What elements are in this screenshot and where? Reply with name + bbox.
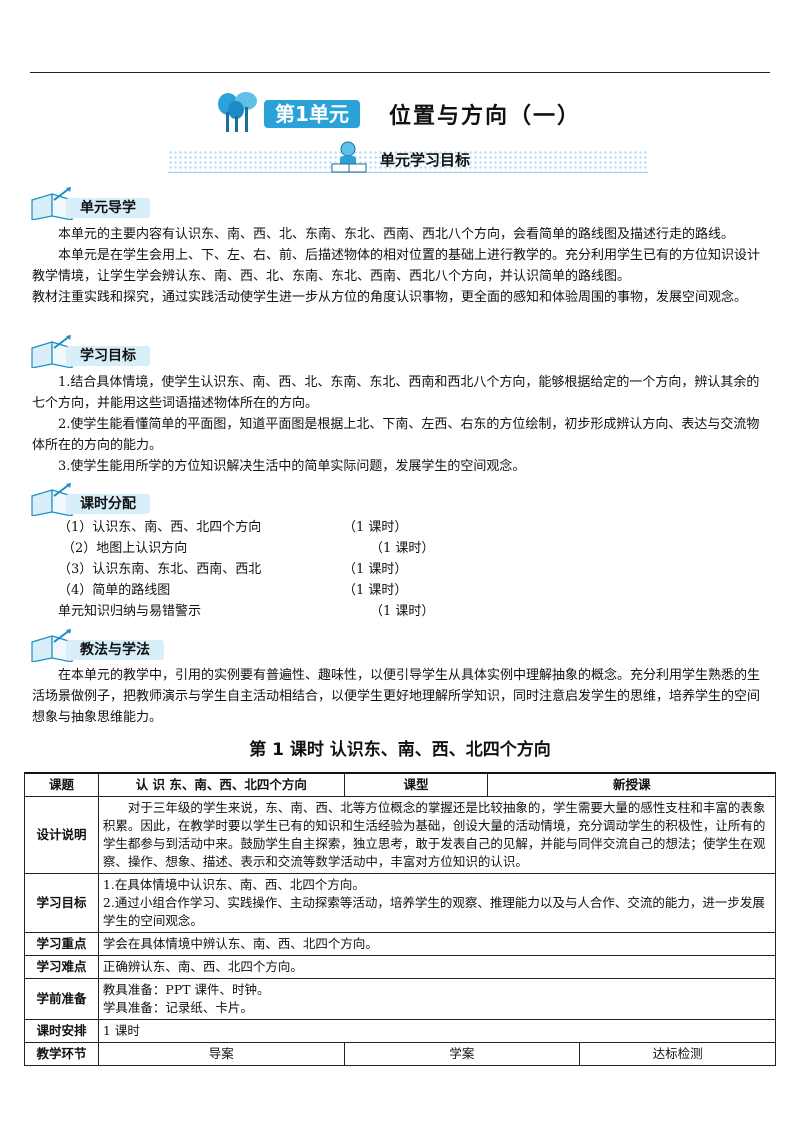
student-reading-icon xyxy=(331,141,367,173)
section-header-schedule: 课时分配 xyxy=(30,482,170,516)
guide-paragraph-2: 本单元是在学生会用上、下、左、右、前、后描述物体的相对位置的基础上进行教学的。充… xyxy=(32,248,761,284)
table-row: 学习难点 正确辨认东、南、西、北四个方向。 xyxy=(24,955,777,979)
schedule-item: （2）地图上认识方向 xyxy=(62,541,188,556)
prep-line: 教具准备：PPT 课件、时钟。 xyxy=(102,982,270,997)
section-header-method: 教法与学法 xyxy=(30,628,170,662)
top-rule xyxy=(30,72,770,73)
unit-header: 第1单元 位置与方向（一） xyxy=(214,92,614,136)
unit-goal-label: 单元学习目标 xyxy=(380,151,471,169)
section-header-guide: 单元导学 xyxy=(30,186,170,220)
goals-paragraph-3: 3.使学生能用所学的方位知识解决生活中的简单实际问题，发展学生的空间观念。 xyxy=(58,459,526,474)
goals-paragraph-1: 1.结合具体情境，使学生认识东、南、西、北、东南、东北、西南和西北八个方向，能够… xyxy=(32,375,760,411)
type-label: 课型 xyxy=(343,772,489,797)
goals-label: 学习目标 xyxy=(24,873,99,933)
topic-label: 课题 xyxy=(24,772,99,797)
difficulty-value: 正确辨认东、南、西、北四个方向。 xyxy=(97,955,777,979)
table-row: 教学环节 导案 学案 达标检测 xyxy=(24,1042,776,1066)
prep-label: 学前准备 xyxy=(24,978,99,1020)
table-row: 课题 认 识 东、南、西、北四个方向 课型 新授课 xyxy=(24,772,776,797)
goal-line: 1.在具体情境中认识东、南、西、北四个方向。 xyxy=(102,877,365,892)
design-text: 对于三年级的学生来说，东、南、西、北等方位概念的掌握还是比较抽象的，学生需要大量… xyxy=(97,796,777,874)
schedule-hours: （1 课时） xyxy=(370,541,435,556)
steps-label: 教学环节 xyxy=(24,1042,99,1066)
key-value: 学会在具体情境中辨认东、南、西、北四个方向。 xyxy=(97,932,777,956)
type-value: 新授课 xyxy=(487,772,776,797)
key-label: 学习重点 xyxy=(24,932,99,956)
method-paragraph: 在本单元的教学中，引用的实例要有普遍性、趣味性，以便引导学生从具体实例中理解抽象… xyxy=(32,668,761,725)
schedule-item: （1）认识东、南、西、北四个方向 xyxy=(58,520,262,535)
lesson-title: 第 1 课时 认识东、南、西、北四个方向 xyxy=(249,740,551,760)
col-study: 学案 xyxy=(343,1042,581,1066)
schedule-item: （4）简单的路线图 xyxy=(58,583,171,598)
table-row: 设计说明 对于三年级的学生来说，东、南、西、北等方位概念的掌握还是比较抽象的，学… xyxy=(24,796,777,874)
difficulty-label: 学习难点 xyxy=(24,955,99,979)
schedule-item: （3）认识东南、东北、西南、西北 xyxy=(58,562,262,577)
section-title-goals: 学习目标 xyxy=(66,346,150,366)
goals-cell: 1.在具体情境中认识东、南、西、北四个方向。 2.通过小组合作学习、实践操作、主… xyxy=(97,873,777,933)
time-value: 1 课时 xyxy=(97,1019,777,1043)
unit-title: 位置与方向（一） xyxy=(389,104,582,129)
goals-paragraph-2: 2.使学生能看懂简单的平面图，知道平面图是根据上北、下南、左西、右东的方位绘制，… xyxy=(32,417,760,453)
trees-icon xyxy=(218,92,257,132)
schedule-hours: （1 课时） xyxy=(370,604,435,619)
section-title-method: 教法与学法 xyxy=(66,640,164,660)
time-label: 课时安排 xyxy=(24,1019,99,1043)
goal-line: 2.通过小组合作学习、实践操作、主动探索等活动，培养学生的观察、推理能力以及与人… xyxy=(102,895,765,928)
table-row: 学习目标 1.在具体情境中认识东、南、西、北四个方向。 2.通过小组合作学习、实… xyxy=(24,873,777,933)
topic-value: 认 识 东、南、西、北四个方向 xyxy=(97,772,345,797)
schedule-hours: （1 课时） xyxy=(343,562,408,577)
table-row: 学前准备 教具准备：PPT 课件、时钟。 学具准备：记录纸、卡片。 xyxy=(24,978,777,1020)
section-title-schedule: 课时分配 xyxy=(66,494,150,514)
section-title-guide: 单元导学 xyxy=(66,198,150,218)
banner-dots xyxy=(168,150,648,173)
prep-cell: 教具准备：PPT 课件、时钟。 学具准备：记录纸、卡片。 xyxy=(97,978,777,1020)
schedule-item: 单元知识归纳与易错警示 xyxy=(58,604,202,619)
lesson-plan-table: 课题 认 识 东、南、西、北四个方向 课型 新授课 设计说明 对于三年级的学生来… xyxy=(24,772,777,1066)
col-guide: 导案 xyxy=(97,1042,345,1066)
unit-goal-banner: 单元学习目标 xyxy=(168,140,648,174)
schedule-hours: （1 课时） xyxy=(343,520,408,535)
prep-line: 学具准备：记录纸、卡片。 xyxy=(102,1000,253,1015)
guide-paragraph-1: 本单元的主要内容有认识东、南、西、北、东南、东北、西南、西北八个方向，会看简单的… xyxy=(58,227,735,242)
unit-badge: 第1单元 xyxy=(264,100,360,128)
guide-paragraph-3: 教材注重实践和探究，通过实践活动使学生进一步从方位的角度认识事物，更全面的感知和… xyxy=(32,290,748,305)
section-header-goals: 学习目标 xyxy=(30,334,170,368)
table-row: 课时安排 1 课时 xyxy=(24,1019,777,1043)
design-label: 设计说明 xyxy=(24,796,99,874)
col-check: 达标检测 xyxy=(579,1042,776,1066)
table-row: 学习重点 学会在具体情境中辨认东、南、西、北四个方向。 xyxy=(24,932,777,956)
schedule-hours: （1 课时） xyxy=(343,583,408,598)
